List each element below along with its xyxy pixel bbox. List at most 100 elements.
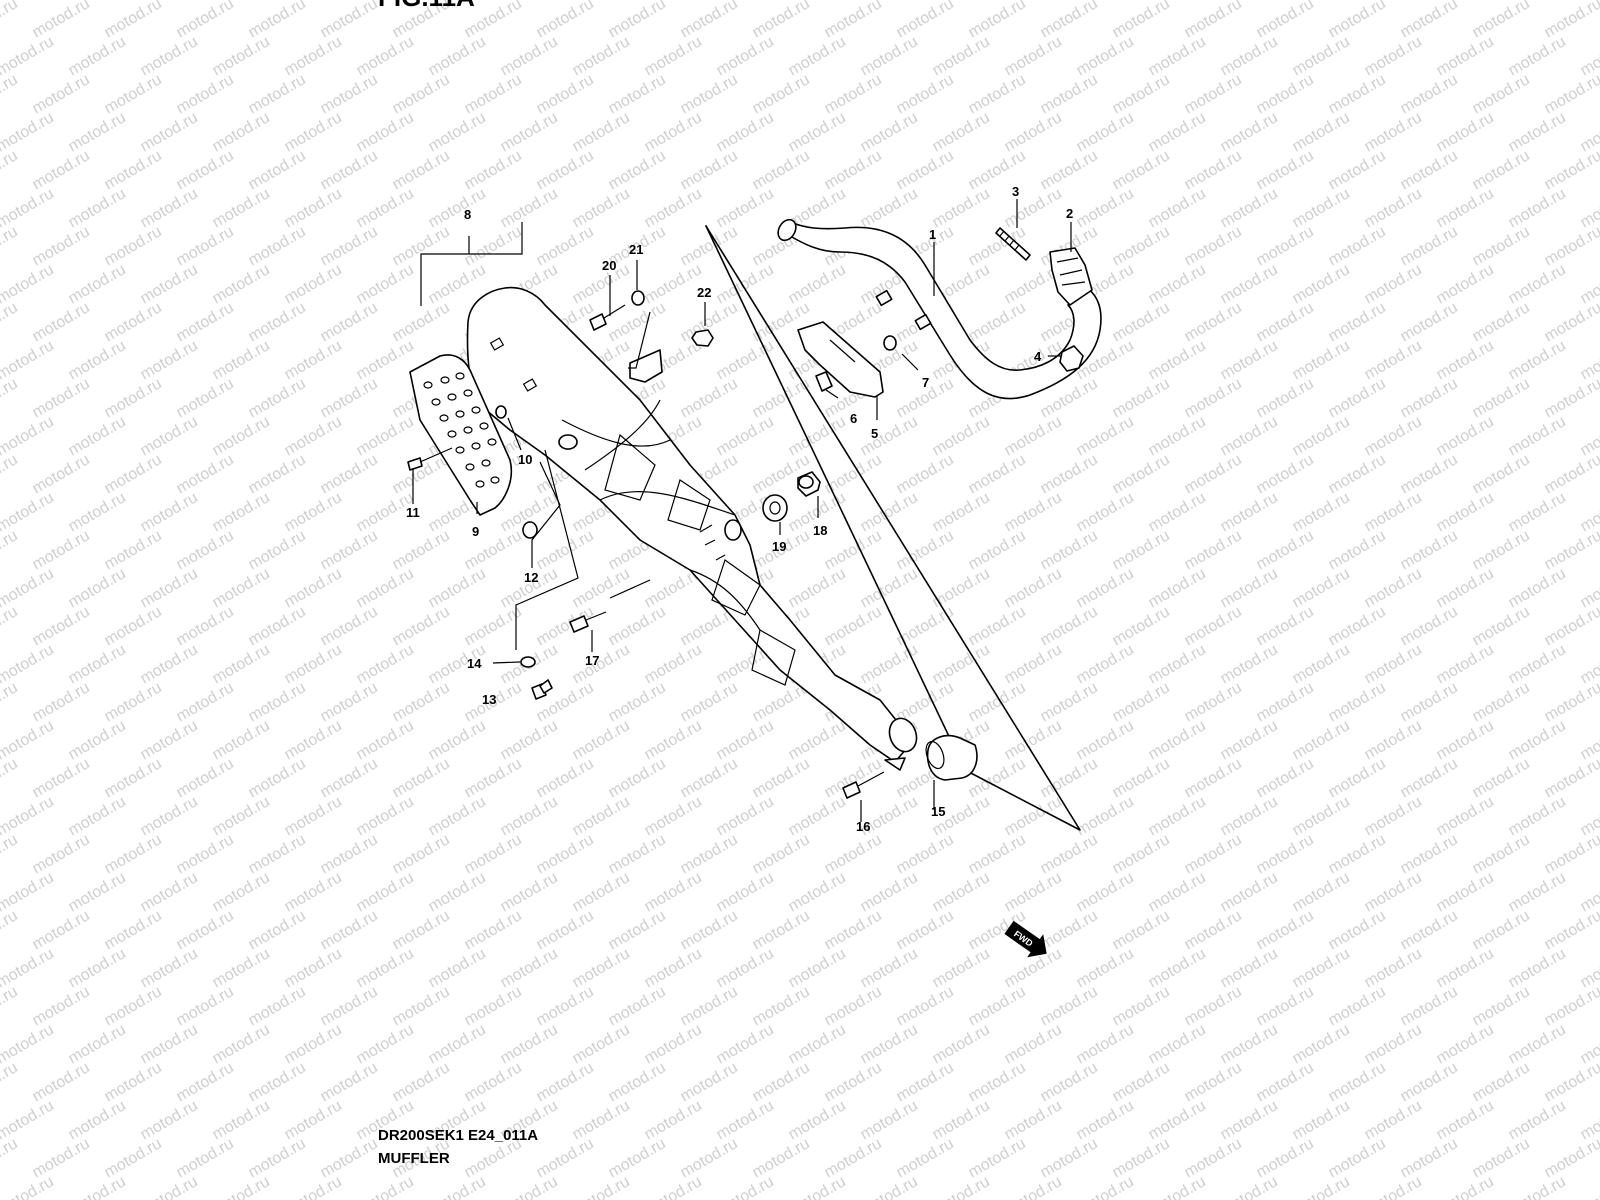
watermark-text: motod.ru [1398,755,1461,801]
watermark-text: motod.ru [534,907,597,953]
watermark-text: motod.ru [318,375,381,421]
watermark-text: motod.ru [282,869,345,915]
watermark-text: motod.ru [1038,527,1101,573]
watermark-text: motod.ru [1038,831,1101,877]
watermark-text: motod.ru [174,0,237,41]
watermark-text: motod.ru [1074,33,1137,79]
watermark-text: motod.ru [1146,261,1209,307]
watermark-text: motod.ru [1290,641,1353,687]
watermark-text: motod.ru [1146,33,1209,79]
assembly-outline-edge [705,225,966,771]
watermark-text: motod.ru [894,1135,957,1181]
watermark-text: motod.ru [1074,1097,1137,1143]
watermark-text: motod.ru [642,793,705,839]
watermark-text: motod.ru [1110,375,1173,421]
watermark-text: motod.ru [1218,413,1281,459]
watermark-text: motod.ru [66,1097,129,1143]
watermark-text: motod.ru [1542,679,1600,725]
watermark-text: motod.ru [858,33,921,79]
watermark-text: motod.ru [0,147,21,193]
watermark-text: motod.ru [1542,527,1600,573]
watermark-text: motod.ru [1326,375,1389,421]
watermark-text: motod.ru [1074,1173,1137,1200]
watermark-text: motod.ru [894,527,957,573]
watermark-text: motod.ru [1074,565,1137,611]
watermark-text: motod.ru [606,831,669,877]
watermark-text: motod.ru [210,109,273,155]
watermark-text: motod.ru [1362,869,1425,915]
watermark-text: motod.ru [246,603,309,649]
watermark-text: motod.ru [1146,413,1209,459]
watermark-text: motod.ru [102,831,165,877]
watermark-text: motod.ru [426,1173,489,1200]
bolt-16 [842,771,885,799]
watermark-text: motod.ru [1326,755,1389,801]
watermark-text: motod.ru [174,603,237,649]
watermark-text: motod.ru [1110,223,1173,269]
watermark-text: motod.ru [1074,109,1137,155]
watermark-text: motod.ru [1290,1173,1353,1200]
watermark-text: motod.ru [1326,451,1389,497]
watermark-text: motod.ru [822,983,885,1029]
watermark-text: motod.ru [498,945,561,991]
watermark-text: motod.ru [1218,185,1281,231]
watermark-text: motod.ru [1362,413,1425,459]
watermark-text: motod.ru [1434,185,1497,231]
gasket-14 [520,656,536,668]
watermark-text: motod.ru [1146,1021,1209,1067]
watermark-text: motod.ru [1182,223,1245,269]
watermark-text: motod.ru [1074,1021,1137,1067]
watermark-text: motod.ru [894,831,957,877]
watermark-text: motod.ru [570,869,633,915]
watermark-text: motod.ru [750,831,813,877]
spacer [815,371,833,392]
watermark-text: motod.ru [102,299,165,345]
watermark-text: motod.ru [174,983,237,1029]
watermark-text: motod.ru [66,945,129,991]
watermark-text: motod.ru [822,0,885,41]
watermark-text: motod.ru [1434,1173,1497,1200]
watermark-text: motod.ru [102,1059,165,1105]
watermark-text: motod.ru [318,71,381,117]
watermark-text: motod.ru [1074,869,1137,915]
watermark-text: motod.ru [426,869,489,915]
watermark-text: motod.ru [354,945,417,991]
watermark-text: motod.ru [1146,337,1209,383]
watermark-text: motod.ru [1038,147,1101,193]
watermark-text: motod.ru [138,413,201,459]
watermark-text: motod.ru [1254,0,1317,41]
watermark-text: motod.ru [714,1173,777,1200]
watermark-text: motod.ru [1290,33,1353,79]
watermark-text: motod.ru [1146,717,1209,763]
watermark-text: motod.ru [282,1021,345,1067]
watermark-text: motod.ru [462,603,525,649]
watermark-text: motod.ru [678,1135,741,1181]
watermark-text: motod.ru [426,1021,489,1067]
watermark-text: motod.ru [498,793,561,839]
callout-9: 9 [472,524,479,539]
watermark-text: motod.ru [1074,945,1137,991]
watermark-text: motod.ru [282,641,345,687]
watermark-text: motod.ru [246,375,309,421]
watermark-text: motod.ru [822,603,885,649]
watermark-text: motod.ru [210,261,273,307]
watermark-text: motod.ru [1182,755,1245,801]
watermark-text: motod.ru [1254,755,1317,801]
watermark-text: motod.ru [1362,717,1425,763]
watermark-text: motod.ru [318,907,381,953]
watermark-text: motod.ru [1038,755,1101,801]
watermark-text: motod.ru [1218,945,1281,991]
watermark-text: motod.ru [0,1059,21,1105]
washer-10 [495,405,507,419]
collar-18 [797,471,821,497]
watermark-text: motod.ru [354,869,417,915]
watermark-text: motod.ru [0,1135,21,1181]
watermark-text: motod.ru [1362,1021,1425,1067]
watermark-text: motod.ru [30,1059,93,1105]
watermark-text: motod.ru [1542,71,1600,117]
watermark-text: motod.ru [714,337,777,383]
watermark-text: motod.ru [1218,641,1281,687]
watermark-text: motod.ru [1110,983,1173,1029]
watermark-text: motod.ru [1506,185,1569,231]
watermark-text: motod.ru [1362,1173,1425,1200]
